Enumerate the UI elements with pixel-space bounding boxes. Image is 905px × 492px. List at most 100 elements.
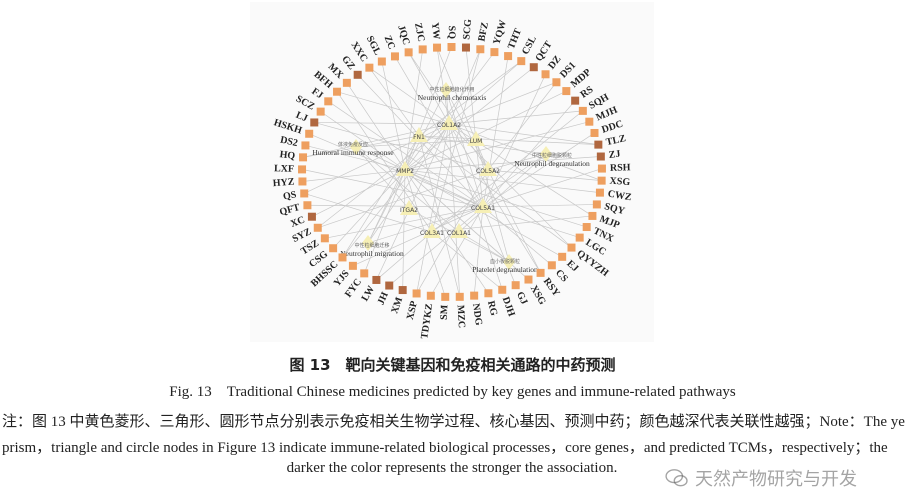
herb-node[interactable] (476, 45, 485, 54)
herb-node[interactable] (372, 275, 381, 284)
edge (448, 110, 583, 125)
gene-node[interactable] (423, 223, 441, 238)
herb-node[interactable] (547, 261, 556, 270)
edge (355, 146, 460, 233)
herb-node[interactable] (541, 70, 550, 79)
edge (302, 169, 406, 182)
herb-node[interactable] (299, 153, 308, 162)
herb-node[interactable] (301, 141, 310, 150)
edge (448, 123, 461, 297)
herb-node[interactable] (562, 87, 571, 96)
herb-node[interactable] (342, 78, 351, 87)
herb-node[interactable] (552, 78, 561, 87)
herb-node[interactable] (595, 188, 604, 197)
herb-node[interactable] (333, 87, 342, 96)
herb-label: RG (485, 300, 499, 317)
gene-node[interactable] (467, 131, 485, 146)
herb-node[interactable] (313, 223, 322, 232)
herb-node[interactable] (529, 63, 538, 72)
herb-node[interactable] (329, 244, 338, 253)
herb-node[interactable] (594, 140, 603, 149)
gene-node[interactable] (410, 127, 428, 142)
gene-node[interactable] (440, 115, 458, 130)
herb-node[interactable] (398, 286, 407, 295)
herb-node[interactable] (298, 177, 307, 186)
edge (394, 56, 484, 208)
herb-node[interactable] (360, 269, 369, 278)
herb-node[interactable] (426, 291, 435, 300)
herb-node[interactable] (590, 128, 599, 137)
gene-node[interactable] (450, 223, 468, 238)
herb-node[interactable] (365, 63, 374, 72)
herb-node[interactable] (597, 176, 606, 185)
herb-node[interactable] (524, 275, 533, 284)
gene-label: COL1A2 (437, 122, 461, 129)
herb-node[interactable] (597, 164, 606, 173)
process-label-cn: 中性粒细胞迁移 (354, 242, 389, 249)
herb-node[interactable] (353, 70, 362, 79)
herb-node[interactable] (447, 43, 456, 52)
gene-node[interactable] (400, 200, 418, 215)
herb-node[interactable] (298, 165, 307, 174)
herb-label: SQ (446, 26, 457, 40)
herb-node[interactable] (536, 268, 545, 277)
herb-node[interactable] (412, 289, 421, 298)
herb-node[interactable] (517, 57, 526, 66)
herb-node[interactable] (348, 261, 357, 270)
herb-node[interactable] (596, 152, 605, 161)
herb-node[interactable] (558, 252, 567, 261)
gene-node[interactable] (474, 198, 492, 213)
herb-node[interactable] (582, 223, 591, 232)
herb-node[interactable] (433, 43, 442, 52)
herb-node[interactable] (504, 52, 513, 61)
herb-node[interactable] (305, 129, 314, 138)
gene-node[interactable] (396, 161, 414, 176)
herb-label: ZJC (412, 22, 426, 43)
process-label-cn: 中性粒细胞脱颗粒 (532, 152, 572, 159)
herb-node[interactable] (455, 292, 464, 301)
herb-node[interactable] (316, 107, 325, 116)
herb-node[interactable] (441, 292, 450, 301)
herb-node[interactable] (303, 201, 312, 210)
herb-node[interactable] (588, 211, 597, 220)
process-node[interactable] (440, 82, 452, 98)
herb-node[interactable] (511, 281, 520, 290)
gene-node[interactable] (479, 161, 497, 176)
edge (381, 61, 406, 171)
figure-title-en: Fig. 13 Traditional Chinese medicines pr… (169, 384, 736, 400)
herb-node[interactable] (498, 285, 507, 294)
herb-node[interactable] (385, 281, 394, 290)
edge (418, 135, 599, 145)
herb-label: CWZ (607, 189, 633, 204)
herb-node[interactable] (404, 48, 413, 57)
herb-node[interactable] (578, 106, 587, 115)
edge (404, 51, 495, 171)
process-node[interactable] (350, 139, 362, 155)
herb-node[interactable] (338, 253, 347, 262)
herb-node[interactable] (324, 97, 333, 106)
process-node[interactable] (503, 254, 515, 270)
herb-label: GJ (514, 290, 529, 306)
herb-label: HQ (279, 149, 296, 162)
herb-node[interactable] (571, 96, 580, 105)
herb-node[interactable] (461, 43, 470, 52)
herb-node[interactable] (484, 289, 493, 298)
herb-node[interactable] (320, 234, 329, 243)
process-node[interactable] (362, 235, 374, 251)
herb-node[interactable] (418, 45, 427, 54)
edge (436, 47, 450, 125)
herb-node[interactable] (307, 212, 316, 221)
herb-node[interactable] (470, 291, 479, 300)
herb-node[interactable] (300, 189, 309, 198)
herb-node[interactable] (585, 117, 594, 126)
herb-node[interactable] (575, 233, 584, 242)
herb-node[interactable] (390, 52, 399, 61)
herb-node[interactable] (377, 57, 386, 66)
edge (418, 135, 572, 248)
herb-node[interactable] (592, 200, 601, 209)
herb-node[interactable] (567, 243, 576, 252)
herb-node[interactable] (310, 118, 319, 127)
herb-label: YW (429, 22, 442, 40)
process-node[interactable] (540, 146, 552, 162)
herb-node[interactable] (490, 48, 499, 57)
